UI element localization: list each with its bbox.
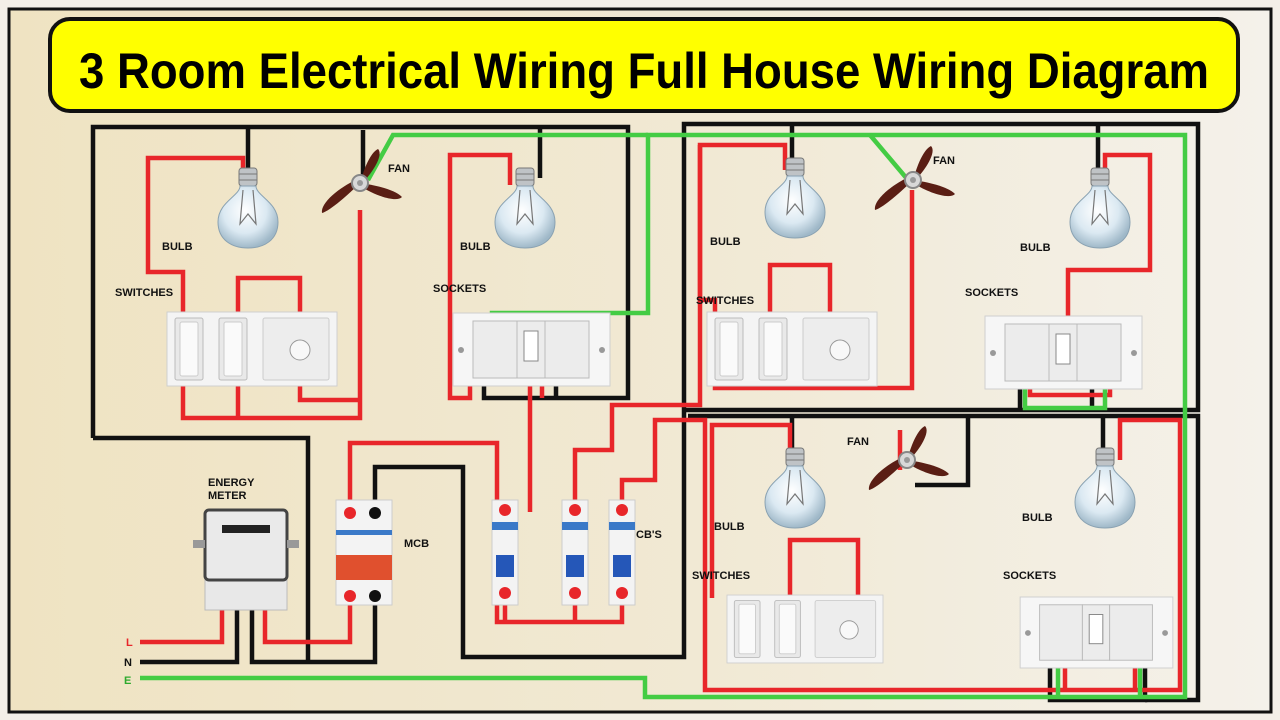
label-energy-meter: ENERGY [208, 477, 255, 489]
label-fan: FAN [388, 163, 410, 175]
label-bulb: BULB [714, 521, 745, 533]
socket-board [452, 312, 611, 387]
phase-wires [140, 142, 1183, 693]
label-sockets: SOCKETS [1003, 570, 1056, 582]
label-sockets: SOCKETS [965, 287, 1018, 299]
circuit-breaker [608, 499, 636, 606]
label-earth: E [124, 675, 131, 687]
label-bulb: BULB [1022, 512, 1053, 524]
socket-board [1019, 596, 1174, 669]
label-energy-meter: METER [208, 490, 247, 502]
circuit-breaker [491, 499, 519, 606]
label-line: L [126, 637, 133, 649]
label-fan: FAN [933, 155, 955, 167]
label-bulb: BULB [460, 241, 491, 253]
label-sockets: SOCKETS [433, 283, 486, 295]
label-neutral: N [124, 657, 132, 669]
label-mcb: MCB [404, 538, 429, 550]
label-switches: SWITCHES [115, 287, 173, 299]
socket-board [984, 315, 1143, 390]
circuit-breaker [561, 499, 589, 606]
label-cbs: CB'S [636, 529, 662, 541]
mcb-breaker [335, 499, 393, 606]
title-banner: 3 Room Electrical Wiring Full House Wiri… [48, 17, 1240, 113]
switch-board [706, 311, 878, 387]
label-switches: SWITCHES [696, 295, 754, 307]
label-bulb: BULB [710, 236, 741, 248]
label-bulb: BULB [1020, 242, 1051, 254]
label-switches: SWITCHES [692, 570, 750, 582]
label-bulb: BULB [162, 241, 193, 253]
switch-board [166, 311, 338, 387]
page-title: 3 Room Electrical Wiring Full House Wiri… [79, 43, 1209, 99]
label-fan: FAN [847, 436, 869, 448]
switch-board [726, 594, 884, 664]
energy-meter [193, 508, 299, 611]
